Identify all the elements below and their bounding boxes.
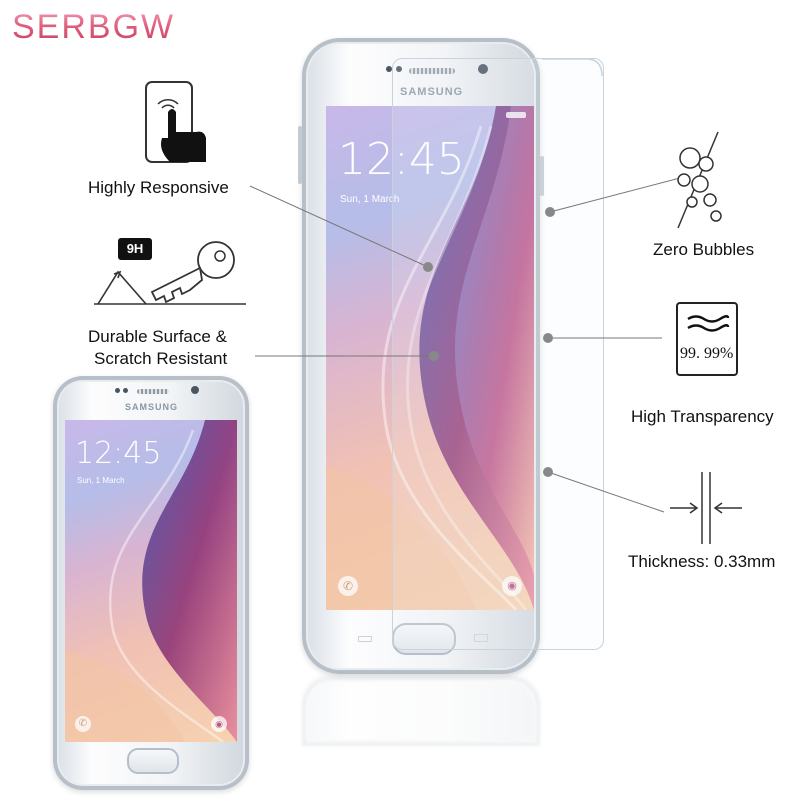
hardness-9h-tag: 9H	[118, 238, 152, 260]
small-phone-screen: 12:45 Sun, 1 March ✆ ◉	[65, 420, 237, 742]
touch-finger-icon	[145, 81, 206, 163]
small-camera-shortcut-icon: ◉	[211, 716, 227, 732]
transparency-value: 99. 99%	[680, 345, 734, 362]
brand-logo: SERBGW	[12, 8, 176, 46]
callout-dot-transparency	[543, 333, 553, 343]
small-phone-call-icon: ✆	[75, 716, 91, 732]
small-front-sensor	[115, 388, 120, 393]
front-camera	[478, 64, 488, 74]
bubbles-icon	[677, 131, 722, 229]
transparency-box-icon	[676, 302, 738, 376]
recent-apps-key	[358, 636, 372, 642]
front-sensor-2	[396, 66, 402, 72]
feature-responsive-label: Highly Responsive	[88, 178, 229, 197]
phone-call-icon: ✆	[338, 576, 358, 596]
small-front-sensor-2	[123, 388, 128, 393]
small-front-camera	[191, 386, 199, 394]
large-phone-date: Sun, 1 March	[340, 194, 400, 205]
large-phone-brand: SAMSUNG	[400, 86, 464, 98]
small-phone-home-button	[127, 748, 179, 774]
small-phone-date: Sun, 1 March	[77, 476, 125, 485]
callout-dot-thickness	[543, 467, 553, 477]
callout-line-bubbles	[549, 177, 681, 213]
small-earpiece-speaker	[137, 389, 169, 394]
thickness-arrows-icon	[670, 472, 742, 544]
small-wallpaper-swoosh	[65, 420, 237, 742]
callout-dot-scratch	[429, 351, 439, 361]
film-curl	[542, 58, 603, 77]
feature-scratch-label-line1: Durable Surface &	[88, 327, 227, 346]
callout-dot-bubbles	[545, 207, 555, 217]
glass-screen-protector	[392, 58, 604, 650]
feature-thickness-label: Thickness: 0.33mm	[628, 552, 776, 571]
earpiece-speaker	[409, 68, 455, 74]
small-phone: SAMSUNG 12:45 Sun, 1 March ✆ ◉	[53, 376, 249, 790]
status-bar-icons	[506, 112, 526, 118]
volume-button	[298, 126, 302, 184]
camera-shortcut-icon: ◉	[502, 576, 522, 596]
key-scratch-icon	[94, 241, 246, 305]
feature-transparency-label: High Transparency	[631, 407, 774, 426]
back-key	[474, 634, 488, 642]
front-sensor	[386, 66, 392, 72]
callout-dot-responsive	[423, 262, 433, 272]
callout-line-thickness	[547, 471, 665, 513]
callout-line-responsive	[249, 185, 429, 268]
wallpaper-swoosh	[326, 106, 534, 610]
power-button	[540, 156, 544, 196]
feature-scratch-label-line2: Scratch Resistant	[94, 349, 228, 368]
wave-lines-icon	[687, 315, 730, 332]
small-phone-clock: 12:45	[75, 436, 162, 471]
large-phone-clock: 12:45	[338, 134, 465, 185]
feature-bubbles-label: Zero Bubbles	[653, 240, 755, 259]
small-phone-brand: SAMSUNG	[125, 402, 179, 412]
